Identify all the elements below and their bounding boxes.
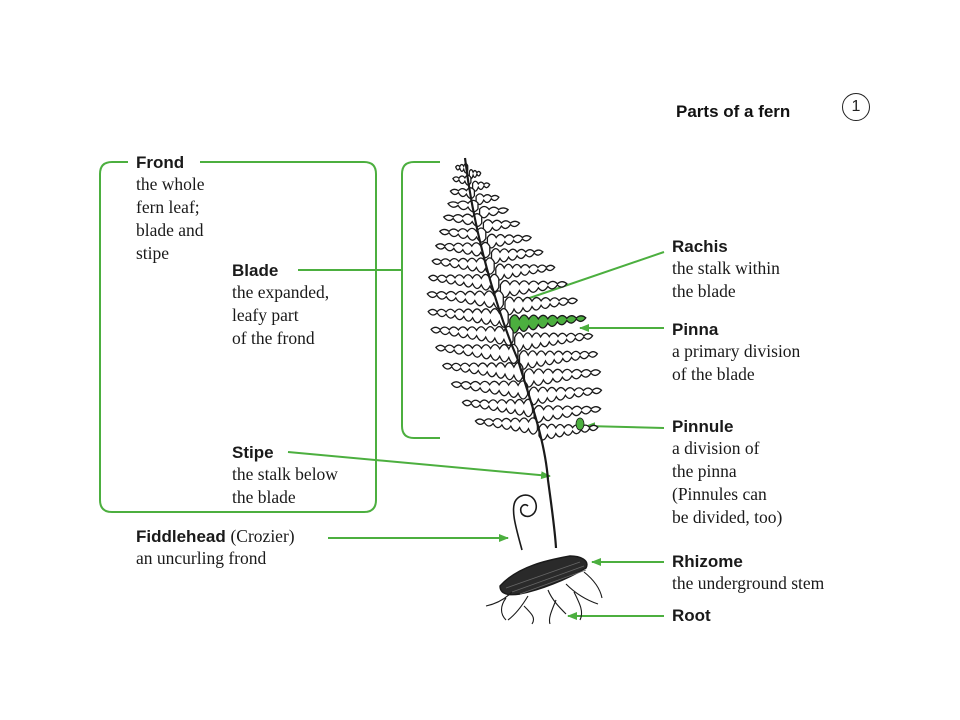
pinna-drawing: [430, 325, 514, 347]
rachis-desc: the stalk within the blade: [672, 258, 780, 301]
pinna-drawing: [426, 290, 504, 310]
blade-label: Blade the expanded, leafy part of the fr…: [232, 260, 329, 350]
stipe-label: Stipe the stalk below the blade: [232, 442, 338, 509]
pinna-drawing: [434, 241, 491, 259]
figure-number-badge: 1: [842, 93, 870, 121]
pinna-drawing: [514, 332, 594, 352]
fern-pinnae: [426, 163, 603, 441]
pinna-drawing: [518, 350, 599, 370]
pinna-drawing: [499, 279, 568, 298]
pinna-drawing: [442, 213, 483, 228]
stipe-desc: the stalk below the blade: [232, 464, 338, 507]
fiddlehead-alt: (Crozier): [230, 526, 295, 546]
pinna-drawing: [471, 180, 491, 192]
fiddlehead-label: Fiddlehead (Crozier) an uncurling frond: [136, 526, 295, 570]
rachis-term: Rachis: [672, 237, 728, 256]
fiddlehead-desc: an uncurling frond: [136, 548, 267, 568]
root-term: Root: [672, 606, 711, 625]
pinna-drawing: [468, 169, 482, 180]
frond-term: Frond: [136, 153, 185, 172]
pinna-drawing: [523, 368, 602, 388]
frond-label: Frond the whole fern leaf; blade and sti…: [136, 152, 205, 265]
pinna-drawing: [528, 386, 603, 406]
fern-stipe: [463, 157, 558, 549]
pinna-drawing: [475, 193, 500, 206]
roots-drawing: [485, 571, 603, 625]
rachis-leader: [511, 251, 665, 305]
pinna-drawing: [427, 307, 509, 328]
fiddlehead-drawing: [512, 494, 538, 551]
pinna-drawing: [490, 247, 544, 264]
pinna-drawing: [486, 233, 532, 249]
fern-illustration: [426, 157, 603, 625]
pinna-desc: a primary division of the blade: [672, 341, 801, 384]
frond-desc: the whole fern leaf; blade and stipe: [136, 174, 205, 263]
stipe-leader: [287, 451, 551, 480]
pinna-drawing: [482, 219, 521, 233]
pinnule-leader: [585, 422, 665, 431]
pinna-drawing: [495, 263, 556, 281]
root-label: Root: [672, 605, 711, 626]
pinna-drawing: [452, 174, 472, 186]
rachis-label: Rachis the stalk within the blade: [672, 236, 780, 303]
pinna-drawing: [449, 187, 476, 200]
pinna-drawing: [435, 343, 519, 365]
pinna-drawing: [504, 296, 579, 316]
rhizome-desc: the underground stem: [672, 573, 825, 593]
pinna-label: Pinna a primary division of the blade: [672, 319, 800, 386]
frond-bracket: [99, 161, 377, 513]
page-title: Parts of a fern: [676, 102, 791, 121]
pinna-drawing: [538, 423, 599, 441]
pinna-drawing: [427, 273, 500, 293]
pinna-drawing: [454, 163, 469, 174]
rhizome-label: Rhizome the underground stem: [672, 551, 824, 595]
pinna-drawing: [450, 380, 529, 400]
blade-bracket: [298, 161, 440, 439]
pinna-drawing: [447, 199, 479, 213]
rhizome-term: Rhizome: [672, 552, 743, 571]
rhizome-drawing: [499, 555, 588, 596]
blade-desc: the expanded, leafy part of the frond: [232, 282, 330, 348]
pinna-drawing: [461, 398, 534, 418]
pinna-drawing: [478, 205, 510, 219]
pinna-drawing: [533, 404, 602, 423]
stipe-term: Stipe: [232, 443, 274, 462]
fiddlehead-term: Fiddlehead: [136, 527, 226, 546]
pinna-term: Pinna: [672, 320, 719, 339]
leader-lines: [287, 251, 665, 620]
pinna-drawing: [438, 227, 487, 243]
pinna-drawing: [441, 361, 524, 382]
highlighted-pinnule: [575, 417, 585, 431]
title-block: Parts of a fern: [676, 102, 790, 122]
highlighted-pinna: [509, 314, 587, 334]
pinna-drawing: [431, 257, 495, 275]
pinnule-desc: a division of the pinna (Pinnules can be…: [672, 438, 783, 527]
blade-term: Blade: [232, 261, 279, 280]
pinnule-term: Pinnule: [672, 417, 734, 436]
pinnule-label: Pinnule a division of the pinna (Pinnule…: [672, 416, 782, 529]
pinna-drawing: [474, 417, 539, 435]
